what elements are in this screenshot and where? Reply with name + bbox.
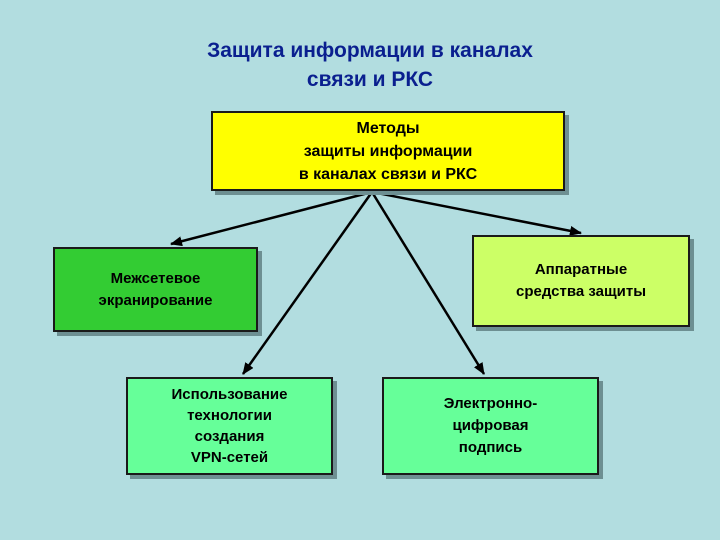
slide-title-line-2: связи и РКС bbox=[306, 68, 434, 91]
root-line-3: в каналах связи и РКС bbox=[298, 165, 478, 183]
firewall-box: Межсетевое экранирование bbox=[53, 247, 258, 332]
hardware-protection-box: Аппаратные средства защиты bbox=[472, 235, 690, 327]
vpn-line-2: технологии bbox=[187, 407, 272, 424]
vpn-box: Использование технологии создания VPN-се… bbox=[126, 377, 333, 475]
vpn-line-1: Использование bbox=[171, 386, 288, 403]
root-line-1: Методы bbox=[356, 119, 420, 137]
arrow-to-hardware bbox=[371, 190, 582, 236]
slide-title: Защита информации в каналах связи и РКС bbox=[120, 36, 620, 94]
root-methods-box: Методы защиты информации в каналах связи… bbox=[211, 111, 565, 191]
eds-line-2: цифровая bbox=[452, 417, 529, 434]
vpn-line-3: создания bbox=[194, 428, 265, 445]
root-line-2: защиты информации bbox=[303, 142, 473, 160]
hardware-line-2: средства защиты bbox=[515, 283, 647, 300]
eds-line-3: подпись bbox=[458, 439, 523, 456]
eds-line-1: Электронно- bbox=[443, 395, 538, 412]
firewall-line-1: Межсетевое bbox=[110, 269, 201, 287]
digital-signature-box: Электронно- цифровая подпись bbox=[382, 377, 599, 475]
arrow-to-eds bbox=[370, 191, 486, 375]
arrow-to-vpn bbox=[241, 191, 374, 375]
slide-title-line-1: Защита информации в каналах bbox=[207, 39, 533, 62]
hardware-line-1: Аппаратные bbox=[534, 261, 628, 278]
firewall-line-2: экранирование bbox=[98, 291, 213, 309]
vpn-line-4: VPN-сетей bbox=[190, 449, 269, 466]
arrow-to-firewall bbox=[170, 190, 373, 247]
